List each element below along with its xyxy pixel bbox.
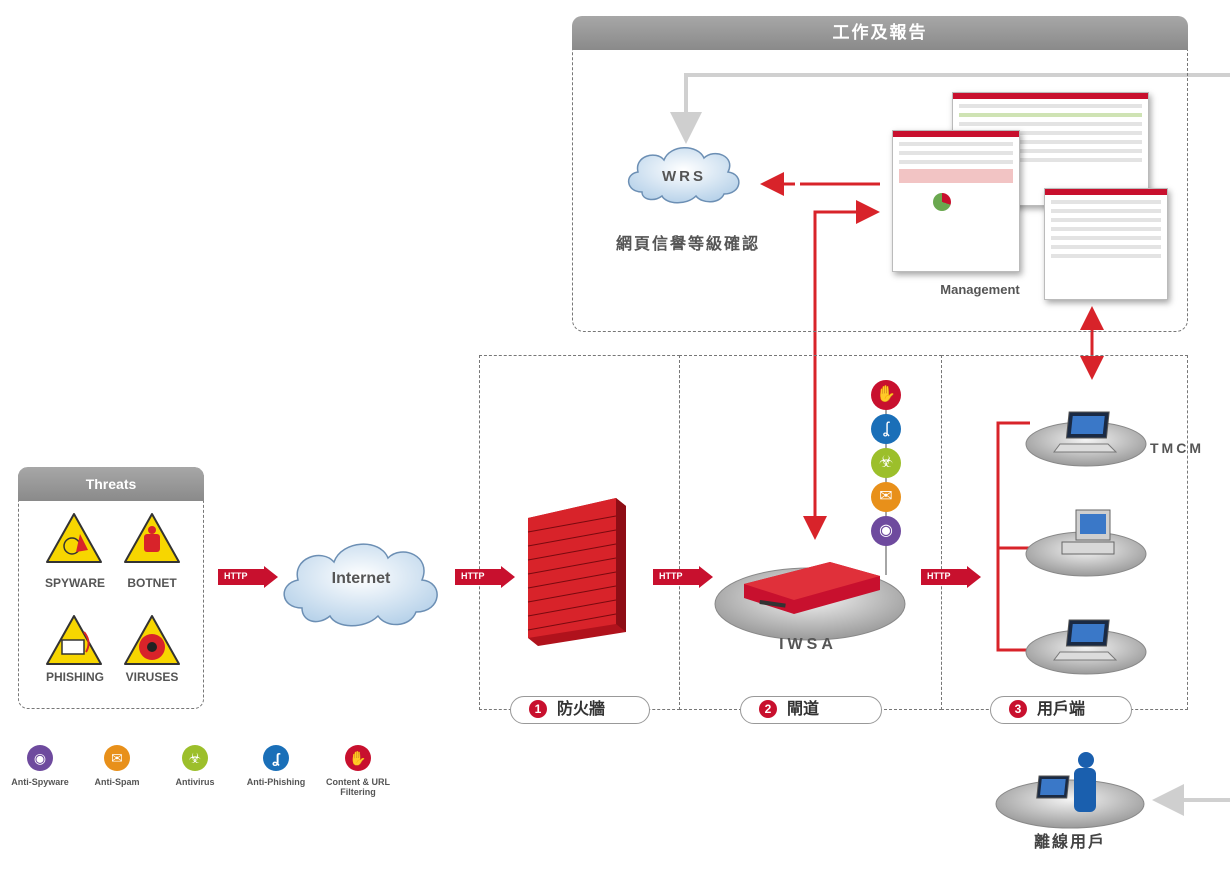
internet-cloud-icon [283,543,438,627]
hook-icon: ʆ [263,745,289,771]
legend-label: Content & URL Filtering [326,777,390,797]
report-section-title: 工作及報告 [572,16,1188,50]
management-screenshot-front [1044,188,1168,300]
legend-item-antivirus: ☣ Antivirus [155,745,235,787]
hand-icon: ✋ [345,745,371,771]
legend-item-anti-spyware: ◉ Anti-Spyware [0,745,80,787]
legend-label: Anti-Phishing [246,777,306,787]
eye-icon: ◉ [871,516,901,546]
zone-number: 3 [1009,700,1027,718]
zone-number: 2 [759,700,777,718]
tmcm-label: TMCM [1150,440,1204,456]
hand-icon: ✋ [871,380,901,410]
legend-item-anti-spam: ✉ Anti-Spam [77,745,157,787]
threats-title: Threats [18,467,204,501]
http-label: HTTP [927,571,951,581]
zone-tab-client: 3 用戶端 [990,696,1132,724]
offline-label: 離線用戶 [1033,834,1106,851]
http-arrow-threats: HTTP [218,566,280,588]
zone-tab-firewall: 1 防火牆 [510,696,650,724]
zone-number: 1 [529,700,547,718]
http-arrow-firewall: HTTP [653,566,715,588]
phishing-warning-icon [46,615,102,665]
viruses-warning-icon [124,615,180,665]
spyware-warning-icon [46,513,102,563]
eye-icon: ◉ [27,745,53,771]
client-laptop-icon [1025,619,1147,675]
zone-gateway-frame [679,355,942,710]
desktop-computer-icon [1025,509,1147,577]
threat-label-phishing: PHISHING [45,670,104,684]
legend-item-anti-phishing: ʆ Anti-Phishing [236,745,316,787]
envelope-icon: ✉ [871,482,901,512]
legend-label: Anti-Spyware [11,777,69,787]
zone-tab-gateway: 2 閘道 [740,696,882,724]
legend-label: Antivirus [175,777,215,787]
http-label: HTTP [224,571,248,581]
offline-user-icon [995,752,1145,829]
threat-label-viruses: VIRUSES [125,670,179,684]
iwsa-label: IWSA [779,636,837,653]
wrs-caption: 網頁信譽等級確認 [615,236,760,253]
legend-item-content-url-filtering: ✋ Content & URL Filtering [318,745,398,797]
zone-label: 閘道 [787,701,820,718]
tmcm-laptop-icon [1025,411,1147,467]
botnet-warning-icon [124,513,180,563]
biohazard-icon: ☣ [871,448,901,478]
envelope-icon: ✉ [104,745,130,771]
management-label: Management [940,282,1020,297]
management-screenshot-main [892,130,1020,272]
firewall-wall-icon [527,498,626,646]
hook-icon: ʆ [871,414,901,444]
http-arrow-gateway: HTTP [921,566,983,588]
wrs-label: WRS [662,168,706,185]
zone-label: 防火牆 [557,701,606,718]
threat-label-spyware: SPYWARE [44,576,105,590]
zone-label: 用戶端 [1037,701,1086,718]
wrs-cloud-icon [628,147,740,204]
http-arrow-internet: HTTP [455,566,517,588]
http-label: HTTP [461,571,485,581]
iwsa-appliance-icon [714,562,906,641]
legend-label: Anti-Spam [94,777,140,787]
http-label: HTTP [659,571,683,581]
biohazard-icon: ☣ [182,745,208,771]
internet-label: Internet [331,570,391,587]
threat-label-botnet: BOTNET [127,576,177,590]
